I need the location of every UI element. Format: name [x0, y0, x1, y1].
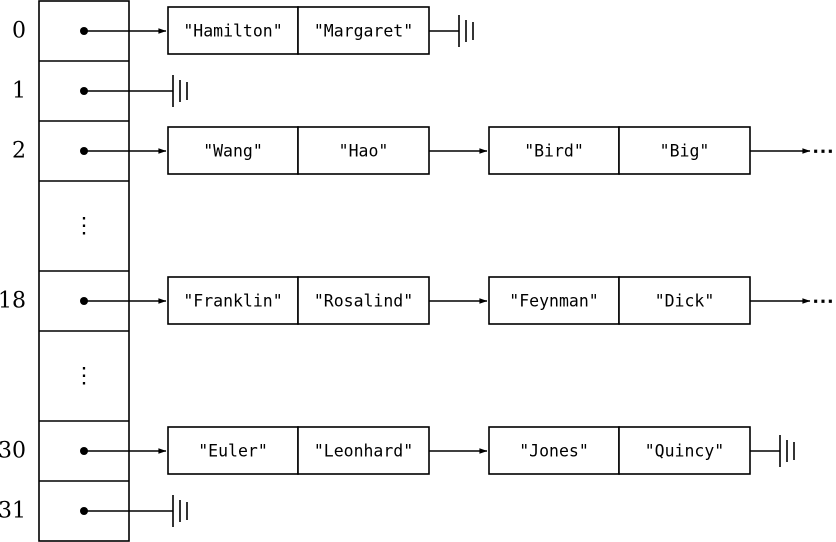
list-node: "Franklin" "Rosalind" [167, 276, 430, 325]
chain-row-0: "Hamilton" "Margaret" [80, 6, 474, 55]
continuation-ellipsis: ⋯ [812, 288, 834, 314]
vertical-ellipsis: ⋮ [73, 364, 95, 389]
null-terminator [429, 15, 474, 47]
node-cell [297, 126, 430, 175]
chain-row-18: "Franklin" "Rosalind" "Feynman" "Dick" ⋯ [80, 276, 834, 325]
node-cell [167, 276, 299, 325]
node-value: "Dick" [655, 292, 715, 311]
node-value: "Quincy" [645, 442, 724, 461]
list-node: "Jones" "Quincy" [488, 426, 751, 475]
null-terminator [750, 435, 795, 467]
node-key: "Wang" [203, 142, 263, 161]
chain-row-2: "Wang" "Hao" "Bird" "Big" ⋯ [80, 126, 834, 175]
node-cell [167, 126, 299, 175]
node-key: "Hamilton" [183, 22, 282, 41]
list-node: "Wang" "Hao" [167, 126, 430, 175]
bucket-array [38, 0, 130, 542]
list-node: "Hamilton" "Margaret" [167, 6, 430, 55]
index-label: 18 [0, 289, 26, 314]
node-value: "Margaret" [314, 22, 413, 41]
node-cell [618, 426, 751, 475]
node-key: "Feynman" [509, 292, 598, 311]
index-label: 1 [12, 79, 26, 104]
index-label: 2 [12, 139, 26, 164]
index-label: 30 [0, 439, 26, 464]
node-cell [297, 426, 430, 475]
null-terminator [84, 495, 188, 527]
list-node: "Euler" "Leonhard" [167, 426, 430, 475]
index-label: 0 [12, 19, 26, 44]
node-value: "Hao" [339, 142, 389, 161]
list-node: "Bird" "Big" [488, 126, 751, 175]
node-cell [167, 426, 299, 475]
node-value: "Leonhard" [314, 442, 413, 461]
node-value: "Big" [660, 142, 710, 161]
null-terminator [84, 75, 188, 107]
node-cell [488, 426, 620, 475]
chain-row-30: "Euler" "Leonhard" "Jones" "Quincy" [80, 426, 795, 475]
node-cell [488, 126, 620, 175]
list-node: "Feynman" "Dick" [488, 276, 751, 325]
node-cell [618, 126, 751, 175]
continuation-ellipsis: ⋯ [812, 138, 834, 164]
node-key: "Bird" [524, 142, 584, 161]
chain-row-31 [80, 495, 188, 527]
vertical-ellipsis: ⋮ [73, 214, 95, 239]
index-label: 31 [0, 499, 26, 524]
node-key: "Euler" [198, 442, 268, 461]
node-key: "Jones" [519, 442, 589, 461]
node-value: "Rosalind" [314, 292, 413, 311]
index-labels: 0 1 2 18 30 31 [0, 19, 26, 524]
node-key: "Franklin" [183, 292, 282, 311]
chain-row-1 [80, 75, 188, 107]
